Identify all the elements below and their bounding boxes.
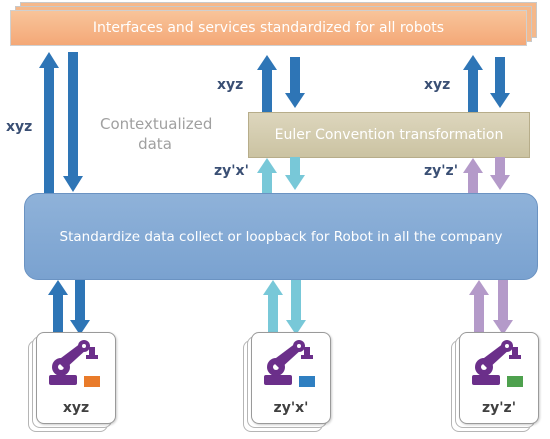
standardize-box-text: Standardize data collect or loopback for…: [59, 228, 503, 245]
arrow-mid-euler-down: [285, 157, 305, 190]
arrow-left-up: [39, 52, 59, 193]
interfaces-banner: Interfaces and services standardized for…: [10, 10, 527, 46]
arrow-bottom-right-down: [493, 280, 513, 335]
robot-label-left: xyz: [62, 400, 90, 416]
robot-badge-left: [83, 375, 101, 388]
robot-card-right: zy'z': [459, 332, 539, 424]
contextualized-line2: data: [138, 135, 172, 153]
arrow-mid-top-up: [257, 55, 277, 112]
contextualized-line1: Contextualized: [100, 115, 213, 133]
euler-box-text: Euler Convention transformation: [274, 127, 504, 143]
label-right-xyz: xyz: [424, 77, 451, 93]
arrow-bottom-right-up: [469, 280, 489, 335]
robot-arm-icon: [49, 340, 98, 385]
arrow-bottom-mid-down: [286, 280, 306, 335]
arrow-right-euler-down: [490, 157, 510, 190]
label-right-zyz: zy'z': [424, 163, 458, 179]
standardize-data-box: Standardize data collect or loopback for…: [24, 193, 538, 280]
arrow-right-top-down: [490, 57, 510, 108]
robot-badge-right: [506, 375, 524, 388]
arrow-mid-top-down: [285, 57, 305, 108]
label-mid-zyx: zy'x': [214, 163, 249, 179]
robot-card-left: xyz: [36, 332, 116, 424]
robot-label-mid: zy'x': [273, 400, 309, 416]
robot-arm-icon: [264, 340, 313, 385]
euler-transformation-box: Euler Convention transformation: [248, 112, 530, 158]
robot-card-mid: zy'x': [251, 332, 331, 424]
robot-arm-icon: [472, 340, 521, 385]
label-mid-xyz: xyz: [217, 77, 244, 93]
arrow-mid-euler-up: [257, 158, 277, 193]
robot-badge-mid: [298, 375, 316, 388]
robot-label-right: zy'z': [482, 400, 516, 416]
arrow-right-top-up: [463, 55, 483, 112]
arrow-left-down: [63, 52, 83, 192]
arrow-bottom-mid-up: [263, 280, 283, 335]
contextualized-data-caption: Contextualized data: [100, 114, 213, 154]
label-left-xyz: xyz: [6, 119, 33, 135]
arrow-bottom-left-up: [48, 280, 68, 335]
arrow-bottom-left-down: [70, 280, 90, 335]
arrow-right-euler-up: [463, 158, 483, 193]
interfaces-banner-text: Interfaces and services standardized for…: [92, 20, 445, 36]
